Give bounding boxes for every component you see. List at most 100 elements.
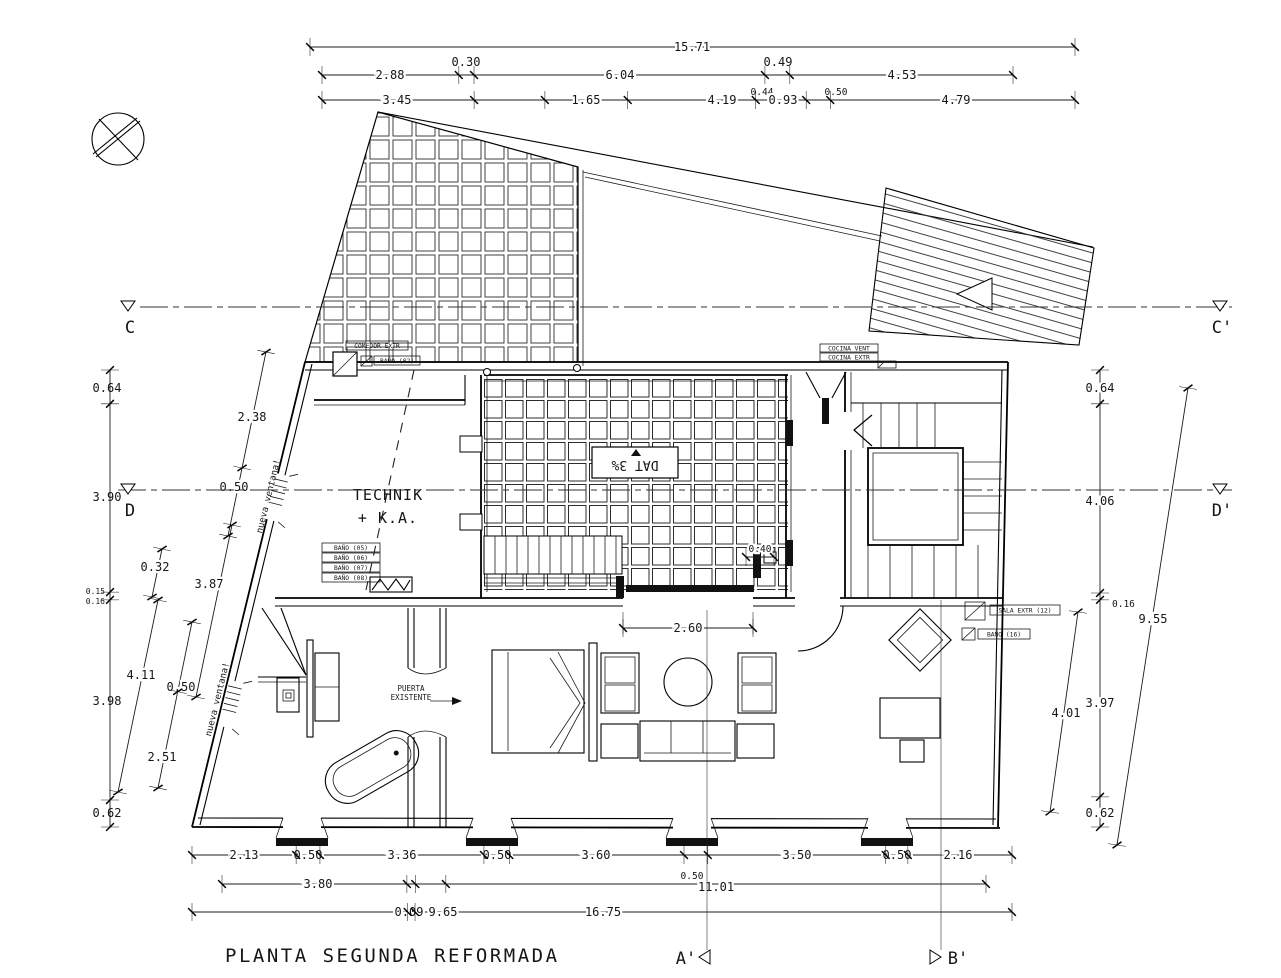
arrow-icon (452, 697, 462, 705)
room-label-technik: TECHNIK (353, 486, 423, 504)
tag-cocina-extr: COCINA EXTR (828, 355, 870, 362)
dim-label: 0.32 (141, 560, 170, 574)
dim-tick (1007, 907, 1017, 917)
tag-bano: BAÑO (05) (334, 543, 368, 552)
slope-direction-icon (631, 449, 641, 456)
easel (261, 607, 307, 676)
dim-tick (410, 907, 420, 917)
dim-tick (187, 907, 197, 917)
dim-tick (801, 95, 811, 105)
furniture-bedroom (491, 642, 598, 762)
dim-tick (1095, 365, 1105, 375)
right-dimension-chain: 0.64 4.06 0.16 3.97 0.62 (1083, 365, 1135, 832)
dim-label: 0.64 (93, 381, 122, 395)
dim-tick (105, 365, 115, 375)
dim-label: 0.40 (749, 544, 772, 555)
section-marker-c: C (125, 318, 135, 338)
dim-tick (217, 879, 227, 889)
tag-cocina-vent: COCINA VENT (828, 346, 870, 353)
dim-tick (226, 521, 238, 529)
dim-label: 0.49 (764, 55, 793, 69)
dim-label: 4.19 (708, 93, 737, 107)
dim-tick (105, 587, 115, 597)
dim-label: 0.09 (395, 905, 424, 919)
window-bottom (860, 815, 914, 846)
dim-label: 0.16 (86, 597, 105, 606)
window-bottom (665, 815, 719, 846)
dim-tick (479, 850, 489, 860)
furniture-seating-group (600, 652, 777, 762)
bathtub (324, 730, 420, 804)
dim-label: 9.55 (1139, 612, 1168, 626)
dim-label: 3.87 (195, 577, 224, 591)
vent-funnel (805, 371, 847, 424)
dim-label: 0.44 (751, 87, 774, 98)
section-marker-icon (1212, 483, 1228, 495)
dim-tick (105, 795, 115, 805)
dim-label: 4.06 (1086, 494, 1115, 508)
dim-tick (112, 788, 124, 796)
section-marker-icon (929, 949, 942, 965)
dim-label: 3.98 (93, 694, 122, 708)
window-bottom (275, 815, 329, 846)
section-marker-icon (1212, 300, 1228, 312)
room-label-technik-2: + K.A. (358, 509, 418, 527)
furniture-left-room (258, 607, 420, 804)
stairwell (851, 402, 1002, 598)
dim-tick (785, 70, 795, 80)
dim-tick (317, 95, 327, 105)
dim-label: 3.60 (582, 848, 611, 862)
dim-label: 2.13 (230, 848, 259, 862)
dim-label: 3.90 (93, 490, 122, 504)
door-threshold (626, 585, 754, 592)
dim-label: 2.51 (148, 750, 177, 764)
sofa (639, 720, 736, 762)
puerta-label-1: PUERTA (397, 684, 425, 693)
dim-label: 0.50 (294, 848, 323, 862)
dim-tick (1070, 95, 1080, 105)
north-compass-icon (91, 112, 145, 166)
stool (276, 677, 300, 713)
left-diagonal-dimensions: 2.38 0.50 0.32 3.87 4.11 0.50 2.51 (109, 348, 275, 796)
dim-tick (156, 545, 168, 553)
dim-tick (1112, 841, 1122, 849)
existing-door: PUERTA EXISTENTE (391, 684, 462, 705)
dim-tick (903, 850, 913, 860)
dim-tick (305, 42, 315, 52)
section-marker-c-prime: C' (1212, 318, 1232, 338)
dim-tick (679, 850, 689, 860)
dim-label: 0.62 (1086, 806, 1115, 820)
dim-tick (410, 879, 420, 889)
dim-tick (748, 623, 758, 633)
furniture-right-room (797, 605, 952, 763)
building-walls (191, 361, 1009, 829)
dim-tick (222, 532, 234, 540)
dim-tick (469, 95, 479, 105)
roof-slope-arrow-icon (955, 277, 993, 311)
armchair (737, 652, 777, 714)
dim-tick (760, 70, 770, 80)
dim-tick (1008, 70, 1018, 80)
dim-tick (260, 348, 272, 356)
dim-tick (623, 95, 633, 105)
dim-tick (1095, 792, 1105, 802)
dim-label: 4.79 (942, 93, 971, 107)
dim-tick (454, 70, 464, 80)
dim-tick (1073, 608, 1083, 616)
dim-tick (187, 850, 197, 860)
roof-slope-label: DAT 3% (611, 457, 658, 472)
dim-tick (403, 907, 413, 917)
dim-label: 0.50 (681, 871, 704, 882)
dim-tick (741, 552, 751, 562)
interior-walls (275, 372, 1002, 827)
dim-tick (618, 623, 628, 633)
dim-tick (881, 850, 891, 860)
desk-chair (899, 739, 925, 763)
dim-tick (237, 464, 248, 472)
dim-label: 0.16 (1112, 599, 1135, 610)
tag-comedor: COMEDOR EXTR (354, 343, 400, 350)
dim-label: 3.97 (1086, 696, 1115, 710)
dim-label: 0.50 (220, 480, 249, 494)
section-marker-icon (120, 300, 136, 312)
bed (491, 649, 585, 754)
